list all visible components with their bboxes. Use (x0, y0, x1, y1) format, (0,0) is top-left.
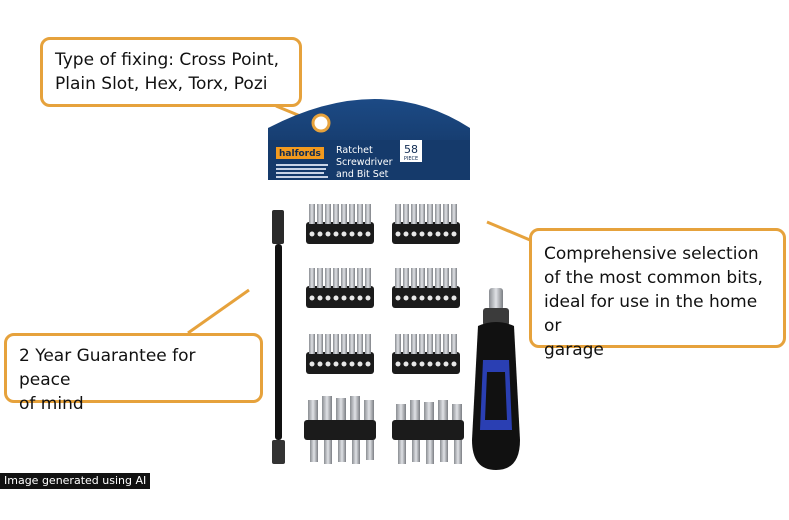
ai-generated-notice: Image generated using AI (0, 473, 151, 489)
product-title-line-2: Screwdriver (336, 157, 393, 168)
callout-guarantee: 2 Year Guarantee for peace of mind (4, 333, 263, 414)
callout-bit-selection: Comprehensive selection of the most comm… (529, 228, 786, 360)
bit-holder-dots (309, 231, 457, 367)
product-title-line-3: and Bit Set (336, 169, 389, 180)
extension-bar-icon (272, 210, 285, 464)
nut-driver-icon (304, 396, 464, 464)
product-title-line-1: Ratchet (336, 145, 373, 156)
callout-fixing-line-2: Plain Slot, Hex, Torx, Pozi (55, 74, 268, 94)
callout-guarantee-line-2: of mind (19, 394, 84, 414)
piece-count: 58 (404, 143, 418, 156)
bit-rows (309, 204, 457, 354)
brand-logo: halfords (279, 149, 321, 159)
callout-selection-line-2: of the most common bits, (544, 268, 763, 288)
callout-fixing-line-1: Type of fixing: Cross Point, (55, 50, 280, 70)
callout-selection-line-1: Comprehensive selection (544, 244, 759, 264)
bit-holder-icon (306, 222, 460, 374)
callout-guarantee-line-1: 2 Year Guarantee for peace (19, 346, 196, 390)
piece-label: PIECE (404, 156, 418, 162)
ratchet-screwdriver-icon (472, 288, 520, 470)
callout-fixing-types: Type of fixing: Cross Point, Plain Slot,… (40, 37, 302, 107)
callout-selection-line-4: garage (544, 340, 604, 360)
callout-selection-line-3: ideal for use in the home or (544, 292, 758, 336)
hanger-hole-marker (311, 113, 331, 133)
